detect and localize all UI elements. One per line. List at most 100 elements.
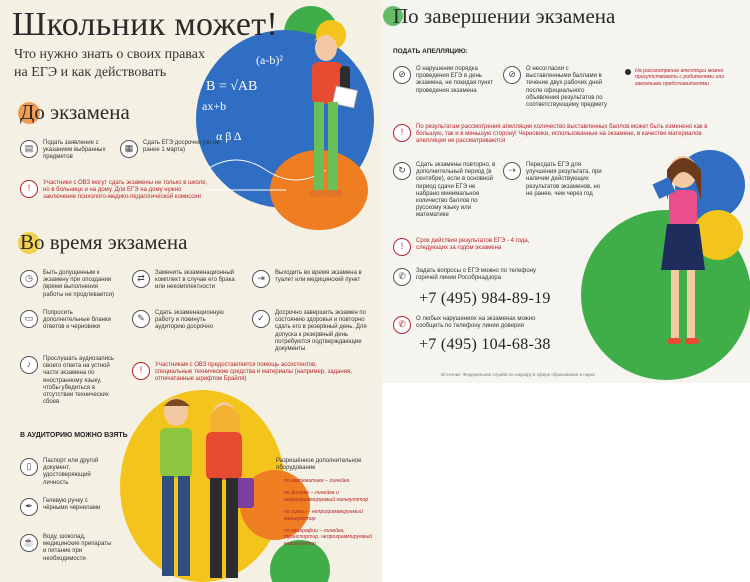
trust-block: ✆ О любых нарушениях на экзаменах можно … (393, 316, 556, 334)
equipment-item: по математике – линейка (284, 478, 350, 484)
retry-icon: ↻ (393, 162, 411, 180)
page-title: Школьник может! (12, 6, 279, 43)
audience-item-1: ✒ Гелевую ручку с чёрными чернилами (20, 498, 113, 516)
svg-text:(a-b)²: (a-b)² (256, 53, 283, 67)
exclamation-icon: ! (132, 362, 150, 380)
validity-note-text: Срок действия результатов ЕГЭ - 4 года, … (416, 238, 530, 252)
calendar-icon: ▦ (120, 140, 138, 158)
section-during-exam: Во время экзамена (18, 230, 188, 255)
during-item-text: Прослушать аудиозапись своего ответа на … (43, 356, 115, 406)
equipment-item: по географии – линейка, транспортир, неп… (284, 528, 373, 547)
section-marker (383, 6, 403, 26)
equipment-header: Разрешённое дополнительное оборудование (276, 458, 362, 472)
before-item-0: ▤ Подать заявление с указанием выбранных… (20, 140, 121, 162)
during-note-text: Участникам с ОВЗ предоставляется помощь … (155, 362, 352, 383)
during-item-6: ♪ Прослушать аудиозапись своего ответа н… (20, 356, 117, 406)
speaker-icon: ♪ (20, 356, 38, 374)
appeal-item-text: На рассмотрение апелляции можно присутст… (635, 68, 725, 87)
audience-item-0: ▯ Паспорт или другой документ, удостовер… (20, 458, 113, 487)
equipment-item: по физике – линейка и непрограммируемый … (284, 490, 369, 503)
audience-item-text: Воду, шоколад, медицинские препараты и п… (43, 534, 112, 562)
retake-item-1: ⇢ Пересдать ЕГЭ для улучшения результата… (503, 162, 606, 198)
audience-item-text: Гелевую ручку с чёрными чернилами (43, 498, 101, 512)
hotline-block: ✆ Задать вопросы о ЕГЭ можно по телефону… (393, 268, 556, 286)
trust-phone[interactable]: +7 (495) 104-68-38 (419, 336, 551, 353)
clock-icon: ◷ (20, 270, 38, 288)
during-item-text: Выходить во время экзамена в туалет или … (275, 270, 362, 284)
equipment-list: по математике – линейка по физике – лине… (284, 478, 374, 547)
passport-icon: ▯ (20, 458, 38, 476)
before-item-1: ▦ Сдать ЕГЭ досрочно (но не ранее 1 март… (120, 140, 225, 158)
retake-item-text: Сдать экзамены повторно, в дополнительны… (416, 162, 496, 219)
retake-item-text: Пересдать ЕГЭ для улучшения результата, … (526, 162, 602, 197)
hotline-phone[interactable]: +7 (495) 984-89-19 (419, 290, 551, 307)
schoolgirl-illustration (652, 156, 705, 344)
appeal-item-1: ⊘ О несогласии с выставленными баллами в… (503, 66, 612, 109)
audience-header: В АУДИТОРИЮ МОЖНО ВЗЯТЬ (20, 432, 128, 439)
section-before-exam: До экзамена (18, 100, 130, 125)
appeal-item-0: ⊘ О нарушении порядка проведения ЕГЭ в д… (393, 66, 496, 95)
source-footnote: Источник: Федеральная служба по надзору … (441, 372, 595, 377)
student-illustration (310, 34, 359, 197)
during-item-text: Досрочно завершить экзамен по состоянию … (275, 310, 367, 353)
before-note-text: Участники с ОВЗ могут сдать экзамены не … (43, 180, 208, 201)
appeal-item-2: На рассмотрение апелляции можно присутст… (625, 68, 731, 87)
phone-icon: ✆ (393, 316, 411, 334)
exclamation-icon: ! (393, 124, 411, 142)
equipment-item: по химии – непрограммируемый калькулятор (284, 509, 363, 522)
no-icon: ⊘ (503, 66, 521, 84)
section-marker (18, 232, 40, 254)
during-item-0: ◷ Быть допущенным к экзамену при опоздан… (20, 270, 117, 299)
finish-icon: ✓ (252, 310, 270, 328)
before-item-text: Сдать ЕГЭ досрочно (но не ранее 1 марта) (143, 140, 220, 154)
right-page-title: По завершении экзамена (393, 4, 616, 28)
during-item-2: ⇥ Выходить во время экзамена в туалет ил… (252, 270, 373, 288)
svg-text:α β Δ: α β Δ (216, 129, 242, 143)
two-students-illustration (160, 398, 254, 578)
exclamation-icon: ! (20, 180, 38, 198)
page-subtitle: Что нужно знать о своих правах на ЕГЭ и … (14, 47, 205, 80)
svg-text:ax+b: ax+b (202, 99, 226, 113)
document-icon: ▤ (20, 140, 38, 158)
section-before-title: До экзамена (20, 100, 130, 124)
food-icon: ☕ (20, 534, 38, 552)
forward-icon: ⇢ (503, 162, 521, 180)
during-item-1: ⇄ Заменить экзаменационный комплект в сл… (132, 270, 235, 292)
swap-icon: ⇄ (132, 270, 150, 288)
phone-icon: ✆ (393, 268, 411, 286)
during-item-text: Быть допущенным к экзамену при опоздании… (43, 270, 115, 298)
audience-item-2: ☕ Воду, шоколад, медицинские препараты и… (20, 534, 113, 563)
during-note: ! Участникам с ОВЗ предоставляется помощ… (132, 362, 355, 384)
during-item-text: Попросить дополнительные бланки ответов … (43, 310, 111, 331)
during-item-text: Сдать экзаменационную работу и покинуть … (155, 310, 224, 331)
appeal-note-text: По результатам рассмотрения апелляции ко… (416, 124, 708, 145)
retake-item-0: ↻ Сдать экзамены повторно, в дополнитель… (393, 162, 498, 220)
during-item-5: ✓ Досрочно завершить экзамен по состояни… (252, 310, 375, 353)
dot-icon (625, 69, 631, 75)
section-marker (18, 102, 40, 124)
exit-icon: ⇥ (252, 270, 270, 288)
green-blob-decoration (270, 540, 330, 582)
section-during-title: Во время экзамена (20, 230, 188, 254)
before-note: ! Участники с ОВЗ могут сдать экзамены н… (20, 180, 213, 202)
during-item-3: ▭ Попросить дополнительные бланки ответо… (20, 310, 117, 332)
audience-item-text: Паспорт или другой документ, удостоверяю… (43, 458, 99, 486)
before-item-text: Подать заявление с указанием выбранных п… (43, 140, 106, 161)
during-item-4: ✎ Сдать экзаменационную работу и покинут… (132, 310, 235, 332)
svg-text:B = √AB: B = √AB (206, 79, 257, 94)
appeal-item-text: О несогласии с выставленными баллами в т… (526, 66, 608, 109)
during-item-text: Заменить экзаменационный комплект в случ… (155, 270, 235, 291)
appeal-item-text: О нарушении порядка проведения ЕГЭ в ден… (416, 66, 493, 94)
pen-icon: ✒ (20, 498, 38, 516)
validity-note: ! Срок действия результатов ЕГЭ - 4 года… (393, 238, 556, 256)
hotline-text: Задать вопросы о ЕГЭ можно по телефону г… (416, 268, 537, 282)
exclamation-icon: ! (393, 238, 411, 256)
trust-text: О любых нарушениях на экзаменах можно со… (416, 316, 536, 330)
math-formulas-illustration: B = √AB ax+b (a-b)² α β Δ (202, 53, 327, 191)
no-icon: ⊘ (393, 66, 411, 84)
appeal-note: ! По результатам рассмотрения апелляции … (393, 124, 726, 146)
infographic-right-page: По завершении экзамена ПОДАТЬ АПЕЛЛЯЦИЮ:… (381, 0, 750, 383)
appeal-header: ПОДАТЬ АПЕЛЛЯЦИЮ: (393, 48, 468, 55)
paper-icon: ▭ (20, 310, 38, 328)
infographic-left-page: B = √AB ax+b (a-b)² α β Δ Школьник может… (0, 0, 382, 582)
